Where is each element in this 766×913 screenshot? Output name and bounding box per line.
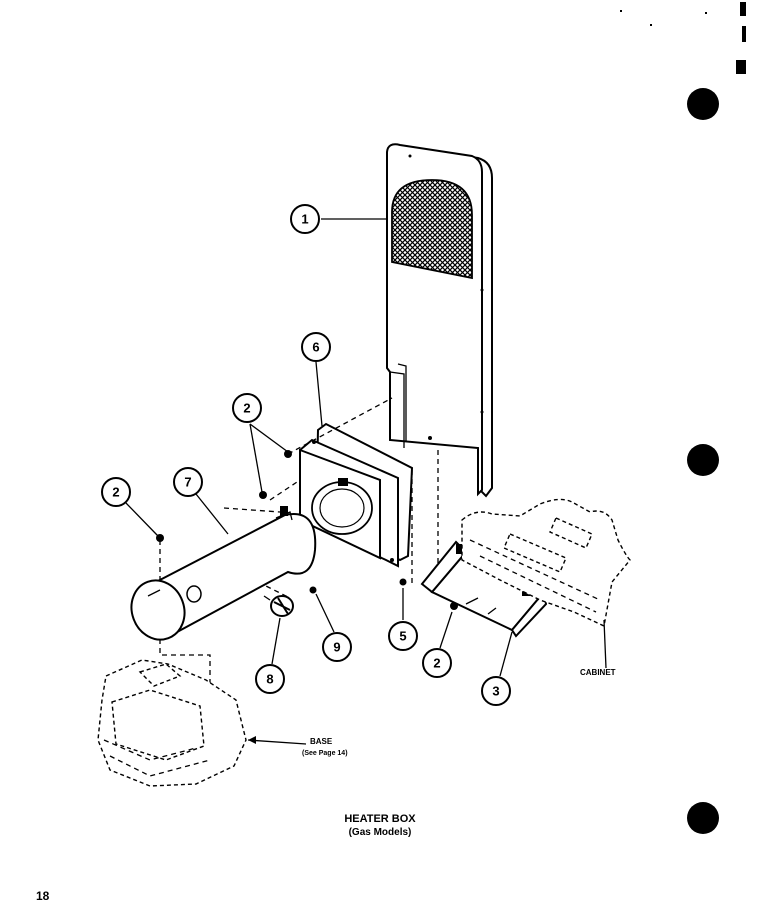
callout-5: 5: [388, 621, 418, 651]
callout-8: 8: [255, 664, 285, 694]
callout-6: 6: [301, 332, 331, 362]
svg-text:2: 2: [433, 656, 440, 671]
svg-text:2: 2: [112, 485, 119, 500]
alignment-line: [269, 479, 301, 501]
base-label: BASE: [310, 737, 333, 746]
alignment-line: [223, 507, 281, 513]
leader-line: [249, 423, 263, 493]
heater-cylinder: [130, 506, 317, 641]
page-number: 18: [36, 889, 50, 903]
mounting-flange: [299, 422, 414, 568]
callout-3: 3: [481, 676, 511, 706]
leader-line: [125, 502, 159, 537]
cabinet-outline: [461, 498, 631, 628]
leader-line: [315, 593, 335, 633]
rear-duct-panel: [386, 143, 493, 498]
svg-text:7: 7: [184, 475, 191, 490]
figure-title: HEATER BOX: [344, 813, 416, 825]
callout-1: 1: [290, 204, 320, 234]
leader-line: [271, 617, 281, 665]
screw: [309, 586, 317, 594]
leader-line: [315, 361, 323, 427]
binder-hole: [687, 802, 719, 834]
svg-text:9: 9: [333, 640, 340, 655]
screw: [399, 578, 407, 586]
alignment-line: [287, 397, 393, 455]
binder-hole: [687, 444, 719, 476]
svg-text:6: 6: [312, 340, 319, 355]
svg-text:1: 1: [301, 212, 308, 227]
callout-2: 2: [101, 477, 131, 507]
leader-line: [603, 619, 607, 669]
callout-2: 2: [422, 648, 452, 678]
scan-noise: [620, 2, 746, 74]
figure-subtitle: (Gas Models): [349, 827, 412, 838]
callout-7: 7: [173, 467, 203, 497]
svg-text:2: 2: [243, 401, 250, 416]
svg-text:3: 3: [492, 684, 499, 699]
callout-9: 9: [322, 632, 352, 662]
base-outline: [97, 659, 247, 787]
vent-mesh: [391, 179, 473, 280]
leader-line: [195, 493, 229, 535]
igniter: [263, 595, 294, 617]
svg-text:5: 5: [399, 629, 406, 644]
cabinet-label: CABINET: [580, 668, 616, 677]
callout-2: 2: [232, 393, 262, 423]
screw: [259, 491, 267, 499]
leader-line: [249, 423, 289, 453]
svg-text:8: 8: [266, 672, 273, 687]
leader-line: [439, 611, 453, 649]
base-reference-label: (See Page 14): [302, 750, 348, 757]
leader-line: [499, 631, 513, 677]
screw: [284, 450, 292, 458]
leader-line: [247, 739, 307, 745]
binder-hole: [687, 88, 719, 120]
